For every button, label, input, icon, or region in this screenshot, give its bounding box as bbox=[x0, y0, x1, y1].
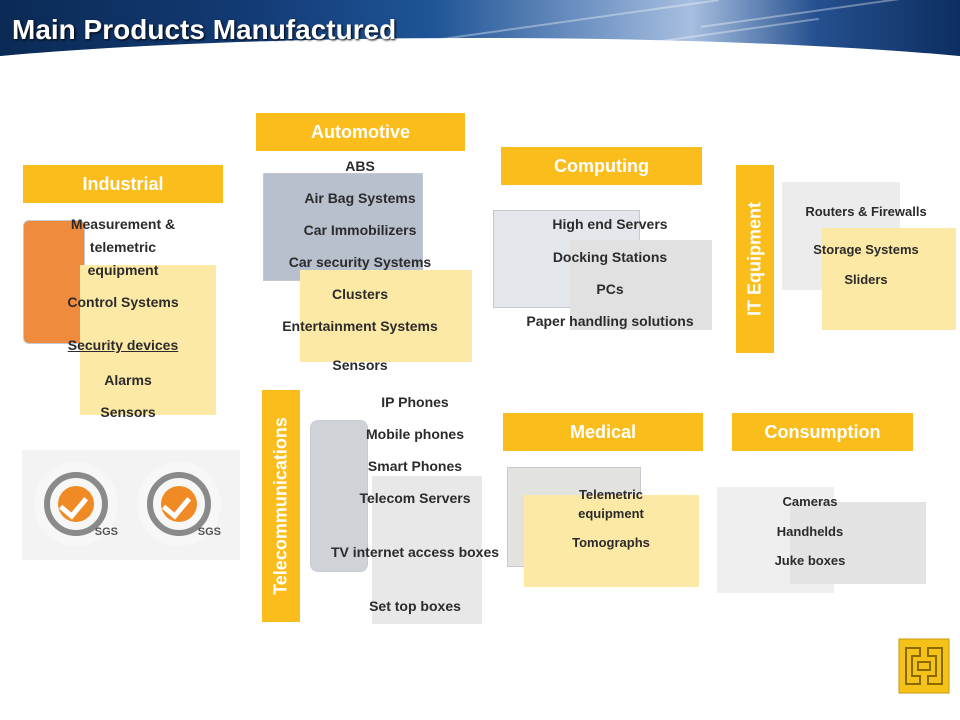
it-equipment-item: Routers & Firewalls bbox=[805, 204, 927, 219]
computing-item: High end Servers bbox=[552, 216, 668, 232]
automotive-item: Clusters bbox=[331, 286, 389, 302]
it-yellow-panel bbox=[822, 228, 956, 330]
it-equipment-header-label: IT Equipment bbox=[744, 202, 765, 316]
iso-9001-certification-seal: SGS bbox=[34, 462, 118, 546]
consumption-item: Juke boxes bbox=[774, 553, 846, 568]
banner-streak bbox=[421, 0, 719, 43]
it-equipment-item: Storage Systems bbox=[813, 242, 919, 257]
industrial-item: Control Systems bbox=[67, 294, 179, 310]
computing-item: Paper handling solutions bbox=[526, 313, 694, 329]
telecommunications-header: Telecommunications bbox=[262, 390, 300, 622]
banner-streak bbox=[561, 17, 819, 57]
automotive-item: Car security Systems bbox=[288, 254, 432, 270]
computing-item: PCs bbox=[596, 281, 624, 297]
telecommunications-item: Telecom Servers bbox=[359, 490, 471, 506]
industrial-header: Industrial bbox=[23, 165, 223, 203]
consumption-gray-panel bbox=[790, 502, 926, 584]
it-equipment-header: IT Equipment bbox=[736, 165, 774, 353]
industrial-yellow-panel bbox=[80, 265, 216, 415]
industrial-item: Sensors bbox=[100, 404, 156, 420]
car-interior-image bbox=[263, 173, 423, 281]
measurement-device-image bbox=[23, 220, 85, 344]
automotive-item: Sensors bbox=[332, 357, 388, 373]
consumption-item: Handhelds bbox=[776, 524, 844, 539]
telecommunications-item: Smart Phones bbox=[367, 458, 463, 474]
it-equipment-item: Sliders bbox=[844, 272, 888, 287]
telecom-gray-panel bbox=[372, 476, 482, 624]
automotive-item: Car Immobilizers bbox=[303, 222, 417, 238]
industrial-item: Measurement & bbox=[70, 216, 176, 232]
telecommunications-item: Set top boxes bbox=[369, 598, 461, 614]
medical-item: Telemetric bbox=[578, 487, 644, 502]
industrial-item: telemetric bbox=[89, 239, 157, 255]
medical-item: Tomographs bbox=[572, 535, 650, 550]
banner-streak bbox=[700, 0, 900, 28]
industrial-item: Security devices bbox=[67, 337, 179, 353]
consumption-header: Consumption bbox=[732, 413, 913, 451]
automotive-item: Air Bag Systems bbox=[304, 190, 416, 206]
automotive-yellow-panel bbox=[300, 270, 472, 362]
mobile-phone-image bbox=[310, 420, 368, 572]
medical-header: Medical bbox=[503, 413, 703, 451]
telecommunications-item: IP Phones bbox=[381, 394, 449, 410]
computing-item: Docking Stations bbox=[552, 249, 668, 265]
medical-item: equipment bbox=[578, 506, 644, 521]
automotive-header: Automotive bbox=[256, 113, 465, 151]
computing-gray-panel bbox=[570, 240, 712, 330]
automotive-item: Entertainment Systems bbox=[282, 318, 438, 334]
page-title: Main Products Manufactured bbox=[12, 14, 397, 45]
iso-ts-16949-certification-seal: SGS bbox=[137, 462, 221, 546]
telecommunications-item: Mobile phones bbox=[366, 426, 464, 442]
consumption-item: Cameras bbox=[782, 494, 838, 509]
computing-header: Computing bbox=[501, 147, 702, 185]
header-banner bbox=[0, 0, 960, 68]
telecommunications-header-label: Telecommunications bbox=[270, 417, 291, 595]
medical-yellow-panel bbox=[524, 495, 699, 587]
cadelec-logo bbox=[898, 638, 950, 694]
industrial-item: Alarms bbox=[104, 372, 152, 388]
industrial-item: equipment bbox=[87, 262, 159, 278]
telecommunications-item: TV internet access boxes bbox=[330, 544, 500, 560]
automotive-item: ABS bbox=[345, 158, 375, 174]
